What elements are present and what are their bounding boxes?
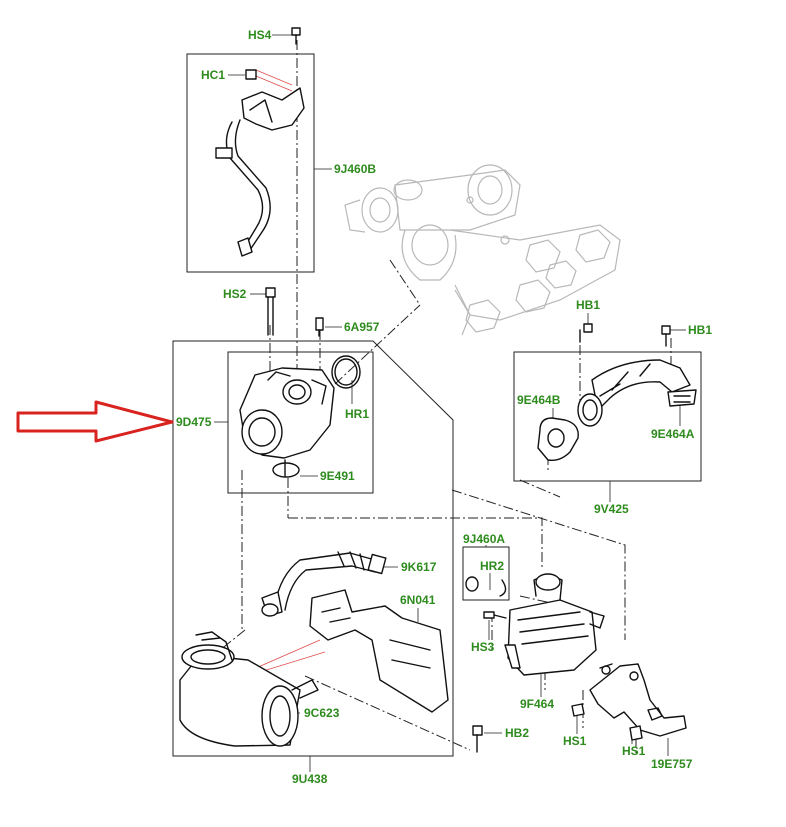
pipe-9j460b-drawing <box>215 69 305 257</box>
label-hr2: HR2 <box>480 559 505 573</box>
hose-9k617-drawing <box>261 551 387 617</box>
box-9d475 <box>227 351 374 494</box>
label-9f464: 9F464 <box>520 697 555 711</box>
label-19e757: 19E757 <box>651 757 693 771</box>
pipe-9v425-drawing <box>537 323 697 462</box>
box-9u438 <box>172 340 454 757</box>
label-hs1-right: HS1 <box>622 744 646 758</box>
cooler-9f464-drawing <box>465 573 605 676</box>
label-hb1-left: HB1 <box>576 298 601 312</box>
bolt-hb2-drawing <box>472 725 483 753</box>
label-9v425: 9V425 <box>594 502 629 516</box>
converter-9c623-drawing <box>179 631 319 747</box>
label-9e464a: 9E464A <box>651 427 695 441</box>
label-9k617: 9K617 <box>401 560 437 574</box>
red-arrow-icon <box>16 400 174 443</box>
heat-shield-6n041-drawing <box>309 589 449 713</box>
label-6n041: 6N041 <box>400 593 436 607</box>
label-hs4: HS4 <box>248 28 272 42</box>
box-9j460a <box>462 546 510 601</box>
label-9u438: 9U438 <box>292 772 328 786</box>
label-leaders <box>214 34 686 772</box>
valve-9d475-drawing <box>239 355 361 478</box>
bolt-hs4-drawing <box>291 27 301 45</box>
label-hb2: HB2 <box>505 726 530 740</box>
label-9j460a: 9J460A <box>463 532 506 546</box>
label-hs2: HS2 <box>223 287 247 301</box>
label-9e491: 9E491 <box>320 469 355 483</box>
bracket-19e757-drawing <box>571 663 687 741</box>
label-hs1-left: HS1 <box>563 734 587 748</box>
turbocharger-background-drawing <box>344 164 621 336</box>
label-6a957: 6A957 <box>344 320 380 334</box>
red-leaders <box>255 69 326 673</box>
label-hr1: HR1 <box>345 407 370 421</box>
box-9v425 <box>513 351 702 482</box>
label-hb1-right: HB1 <box>688 323 713 337</box>
label-9e464b: 9E464B <box>517 393 561 407</box>
label-9d475: 9D475 <box>176 415 212 429</box>
box-9j460b <box>186 53 315 273</box>
label-9c623: 9C623 <box>304 706 340 720</box>
label-hs3: HS3 <box>471 640 495 654</box>
sensor-6a957-drawing <box>315 317 324 337</box>
label-hc1: HC1 <box>201 68 226 82</box>
part-drawings <box>179 27 697 753</box>
label-9j460b: 9J460B <box>334 162 377 176</box>
bolt-hs2-drawing <box>265 287 276 336</box>
component-boxes <box>172 53 702 757</box>
